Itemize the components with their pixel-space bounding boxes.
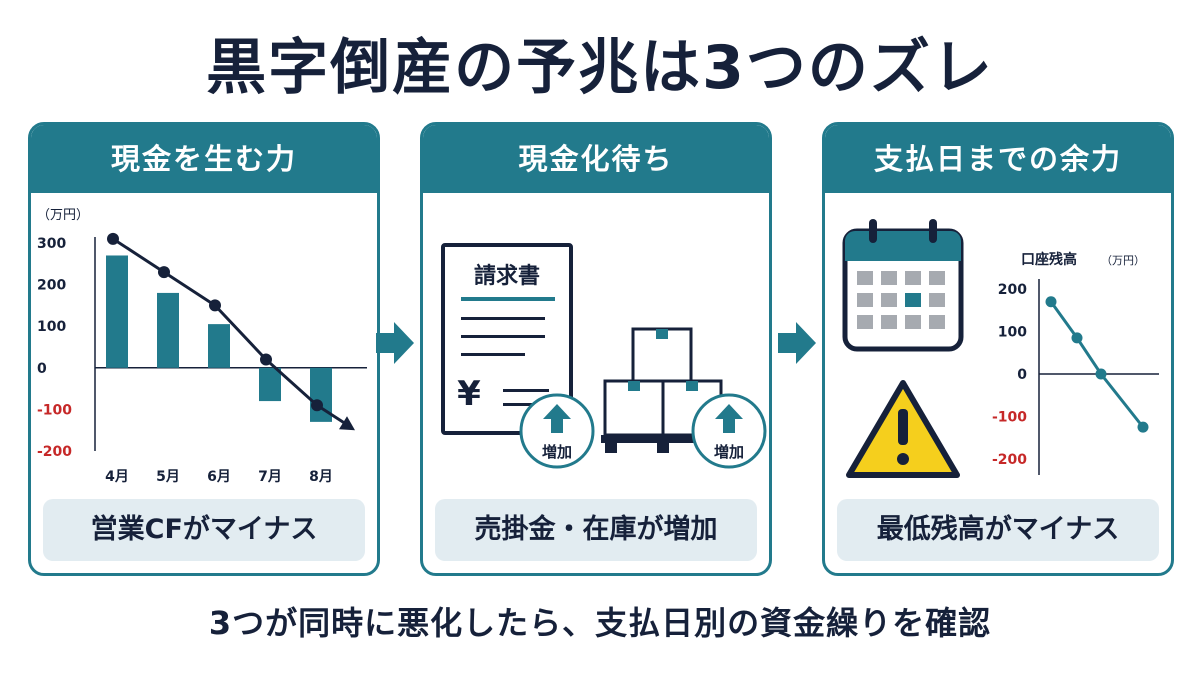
y-tick-label: -100	[992, 410, 1027, 426]
chart-title: 口座残高	[1021, 251, 1077, 268]
trend-point	[107, 232, 119, 245]
bar	[259, 367, 281, 402]
x-tick-label: 6月	[207, 469, 231, 485]
increase-badge-icon: 増加	[519, 393, 595, 469]
y-tick-label: 200	[37, 278, 66, 294]
increase-badge-icon: 増加	[691, 393, 767, 469]
panel-header: 現金化待ち	[423, 125, 769, 193]
invoice-title: 請求書	[474, 263, 540, 289]
trend-line	[112, 237, 352, 429]
x-tick-label: 7月	[258, 469, 282, 485]
panel-footer: 最低残高がマイナス	[837, 499, 1159, 561]
operating-cf-chart: （万円） 300 200 100 0 -100 -200 4月 5月 6月 7月 8月	[37, 208, 367, 485]
warning-icon	[846, 380, 960, 478]
y-tick-label: -100	[37, 402, 72, 418]
invoice-inventory-illustration: 請求書 ¥ 増加	[441, 243, 767, 469]
trend-arrowhead	[339, 416, 355, 431]
bottom-message: 3つが同時に悪化したら、支払日別の資金繰りを確認	[208, 604, 992, 642]
chart-unit-label: （万円）	[1101, 254, 1145, 267]
trend-point	[260, 353, 272, 366]
balance-point	[1071, 332, 1083, 344]
balance-point	[1095, 368, 1107, 380]
y-tick-label: 300	[37, 236, 66, 252]
y-tick-label: 100	[998, 325, 1027, 341]
y-tick-label: -200	[992, 452, 1027, 468]
x-tick-label: 8月	[309, 469, 333, 485]
bar	[106, 255, 128, 368]
panel-header: 現金を生む力	[31, 125, 377, 193]
trend-point	[311, 399, 323, 412]
panel-awaiting-cash: 現金化待ち 請求書 ¥ 増加	[420, 122, 772, 576]
y-tick-label: 0	[1017, 367, 1027, 383]
right-arrow-icon	[778, 322, 816, 364]
panel-cash-generation: 現金を生む力 （万円） 300 200 100 0 -100 -200 4月 5月 6月 7月 8…	[28, 122, 380, 576]
x-tick-label: 4月	[105, 469, 129, 485]
trend-point	[158, 266, 170, 279]
bar	[208, 324, 230, 368]
y-tick-label: 0	[37, 361, 47, 377]
invoice-icon: 請求書 ¥	[441, 243, 573, 435]
page-title: 黒字倒産の予兆は3つのズレ	[206, 33, 994, 103]
balance-line	[1049, 300, 1145, 429]
y-tick-label: -200	[37, 444, 72, 460]
panel-header: 支払日までの余力	[825, 125, 1171, 193]
panel-footer: 売掛金・在庫が増加	[435, 499, 757, 561]
badge-label: 増加	[714, 443, 744, 461]
x-tick-label: 5月	[156, 469, 180, 485]
right-arrow-icon	[376, 322, 414, 364]
trend-point	[209, 299, 221, 312]
balance-point	[1137, 421, 1149, 433]
balance-point	[1045, 296, 1057, 308]
panel-footer: 営業CFがマイナス	[43, 499, 365, 561]
y-tick-label: 100	[37, 319, 66, 335]
bar	[157, 292, 179, 368]
y-tick-label: 200	[998, 282, 1027, 298]
badge-label: 増加	[542, 443, 572, 461]
account-balance-chart: 口座残高 （万円） 200 100 0 -100 -200	[992, 251, 1159, 475]
chart-unit-label: （万円）	[37, 208, 89, 223]
yen-icon: ¥	[457, 374, 481, 414]
calendar-icon	[842, 219, 964, 478]
